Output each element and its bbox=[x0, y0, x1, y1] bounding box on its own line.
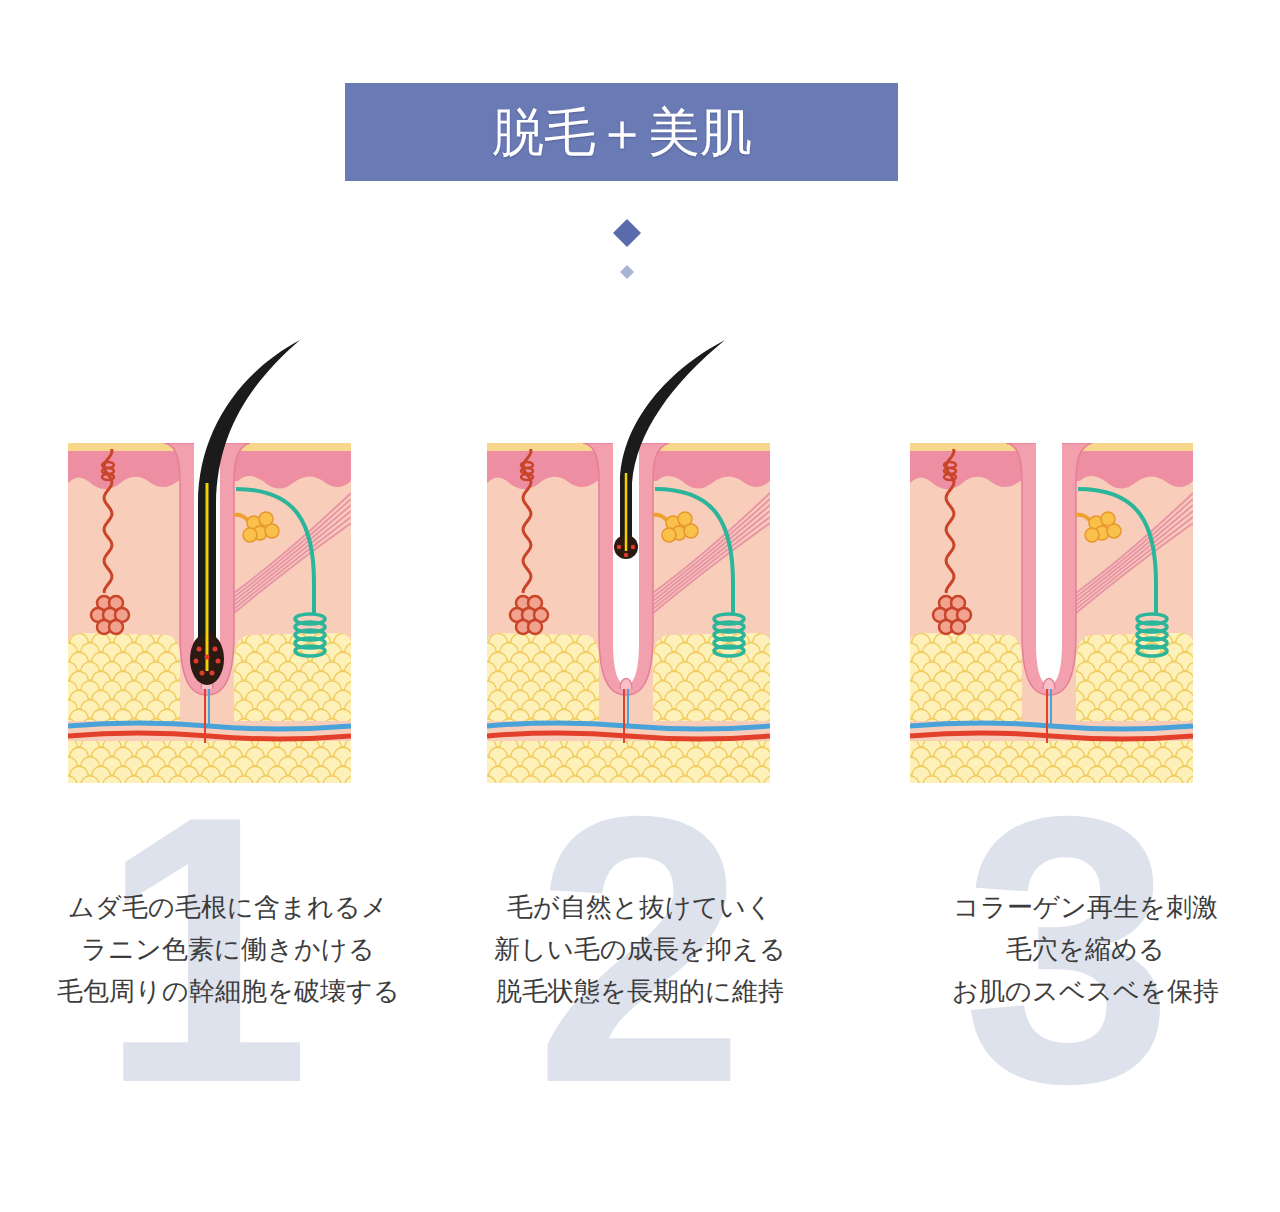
step-caption: お肌のスベスベを保持 bbox=[952, 970, 1219, 1012]
sweat-duct bbox=[655, 489, 733, 613]
step-caption: 脱毛状態を長期的に維持 bbox=[496, 970, 784, 1012]
banner-title: 脱毛＋美肌 bbox=[492, 101, 752, 163]
arrector-muscle bbox=[234, 505, 351, 601]
diamond-mark bbox=[620, 265, 634, 279]
nerve-coil bbox=[951, 620, 965, 634]
melanin-dot bbox=[194, 659, 199, 664]
dermal-papilla bbox=[620, 679, 632, 690]
title-banner: 脱毛＋美肌 bbox=[345, 83, 898, 181]
arrector-muscle bbox=[234, 517, 351, 609]
melanin-dot bbox=[624, 553, 628, 557]
follicle-channel bbox=[613, 443, 639, 685]
melanin-dot bbox=[200, 671, 205, 676]
arrector-muscle bbox=[1076, 511, 1193, 605]
capillary bbox=[204, 681, 206, 743]
follicle-channel bbox=[1036, 443, 1062, 685]
arrector-muscle bbox=[1076, 499, 1193, 597]
melanin-dot bbox=[210, 671, 215, 676]
arrector-muscle bbox=[653, 505, 770, 601]
nerve-coil bbox=[528, 620, 542, 634]
arrector-muscle bbox=[1076, 505, 1193, 601]
arrector-muscle bbox=[1076, 523, 1193, 613]
fat-layer bbox=[68, 633, 180, 721]
artery bbox=[487, 733, 770, 739]
skin-layers bbox=[910, 443, 1193, 783]
skin-panel bbox=[68, 340, 351, 783]
sweat-duct bbox=[1078, 489, 1156, 613]
step-caption: コラーゲン再生を刺激 bbox=[953, 886, 1218, 928]
sweat-coil bbox=[714, 646, 744, 656]
arrector-muscle bbox=[234, 499, 351, 597]
sebaceous-gland bbox=[265, 524, 279, 538]
nerve-fiber bbox=[946, 449, 954, 593]
nerve-fiber bbox=[523, 449, 531, 593]
follicle-sheath bbox=[583, 443, 669, 695]
fat-layer bbox=[487, 633, 599, 721]
arrector-muscle bbox=[1076, 517, 1193, 609]
hair-medulla bbox=[206, 483, 209, 671]
step-caption: 新しい毛の成長を抑える bbox=[494, 928, 786, 970]
fat-layer bbox=[234, 633, 351, 721]
melanin-dot bbox=[617, 545, 621, 549]
nerve-coil bbox=[944, 474, 956, 480]
arrector-muscle bbox=[653, 523, 770, 613]
hair-medulla bbox=[625, 473, 628, 551]
arrector-muscle bbox=[234, 523, 351, 613]
diamond-mark bbox=[613, 219, 641, 247]
capillary bbox=[623, 681, 625, 743]
hair-shaft bbox=[198, 340, 300, 655]
sebaceous-gland bbox=[1085, 528, 1099, 542]
fat-layer bbox=[653, 633, 770, 721]
fat-layer bbox=[1076, 633, 1193, 721]
sebaceous-gland bbox=[662, 528, 676, 542]
arrector-muscle bbox=[653, 499, 770, 597]
sweat-coil bbox=[1137, 646, 1167, 656]
step-caption: ムダ毛の毛根に含まれるメラニン色素に働きかける bbox=[55, 886, 401, 970]
sebaceous-gland bbox=[243, 528, 257, 542]
arrector-muscle bbox=[653, 517, 770, 609]
artery bbox=[68, 733, 351, 739]
melanin-dot bbox=[205, 655, 210, 660]
melanin-dot bbox=[216, 659, 221, 664]
sebaceous-gland bbox=[1107, 524, 1121, 538]
skin-panel bbox=[910, 443, 1193, 783]
sweat-coil bbox=[295, 646, 325, 656]
step-caption: 毛包周りの幹細胞を破壊する bbox=[57, 970, 400, 1012]
melanin-dot bbox=[213, 647, 218, 652]
capillary bbox=[1046, 681, 1048, 743]
melanin-dot bbox=[197, 647, 202, 652]
nerve-coil bbox=[102, 474, 114, 480]
sebaceous-gland bbox=[684, 524, 698, 538]
hair-shaft bbox=[620, 340, 725, 543]
step-caption: 毛が自然と抜けていく bbox=[507, 886, 773, 928]
dermal-papilla bbox=[1043, 679, 1055, 690]
melanin-dot bbox=[631, 545, 635, 549]
artery bbox=[910, 733, 1193, 739]
fat-layer bbox=[910, 633, 1022, 721]
skin-panel bbox=[487, 340, 770, 783]
arrector-muscle bbox=[653, 511, 770, 605]
arrector-muscle bbox=[234, 511, 351, 605]
nerve-coil bbox=[521, 474, 533, 480]
follicle-sheath bbox=[1006, 443, 1092, 695]
sweat-duct bbox=[236, 489, 314, 613]
dermis bbox=[910, 443, 1193, 783]
step-caption: 毛穴を縮める bbox=[1006, 928, 1165, 970]
nerve-coil bbox=[109, 620, 123, 634]
nerve-fiber bbox=[104, 449, 112, 593]
